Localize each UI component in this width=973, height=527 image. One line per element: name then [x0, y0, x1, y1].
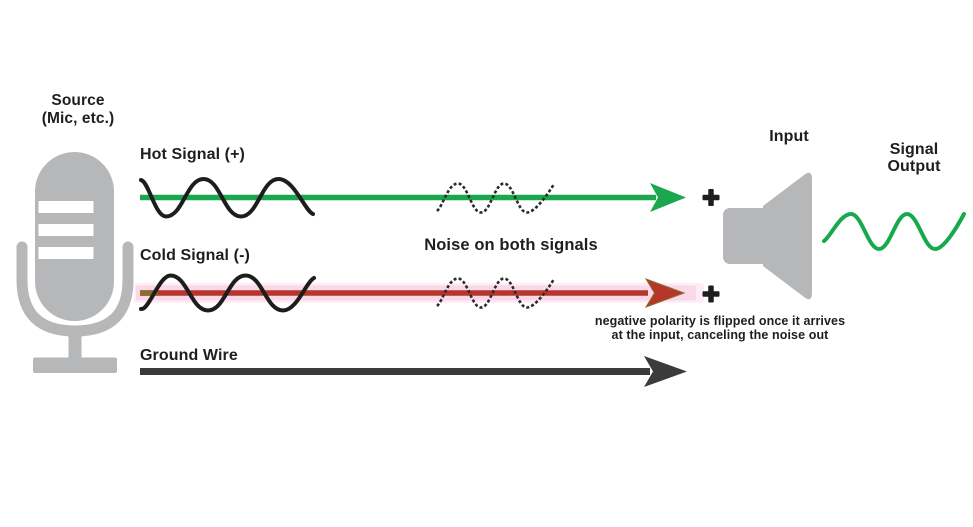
source-label-line1: Source: [51, 92, 105, 109]
polarity-note-line2: at the input, canceling the noise out: [611, 328, 829, 342]
speaker-icon: [723, 172, 812, 300]
ground-wire-label: Ground Wire: [140, 347, 238, 364]
polarity-note-line1: negative polarity is flipped once it arr…: [594, 314, 846, 328]
noise-wave-cold: [436, 277, 556, 309]
cold-signal-wave: [139, 273, 316, 313]
noise-wave-hot: [436, 182, 556, 214]
signal-output-line2: Output: [887, 158, 941, 175]
input-label: Input: [769, 128, 809, 145]
plus-icon-cold: [702, 285, 720, 303]
hot-signal-wave: [139, 176, 315, 219]
hot-signal-label: Hot Signal (+): [140, 146, 245, 163]
signal-output-line1: Signal: [889, 141, 939, 158]
ground-wire-arrow: [140, 356, 687, 387]
source-label-line2: (Mic, etc.): [41, 110, 115, 127]
polarity-note: negative polarity is flipped once it arr…: [595, 314, 845, 342]
microphone-icon: [16, 152, 134, 373]
hot-signal-arrow: [140, 183, 686, 212]
cold-signal-label: Cold Signal (-): [140, 247, 250, 264]
output-wave: [822, 211, 966, 252]
noise-label: Noise on both signals: [424, 236, 598, 254]
signal-output-label: Signal Output: [887, 141, 940, 175]
plus-icon-hot: [702, 189, 720, 206]
source-label: Source (Mic, etc.): [42, 92, 115, 128]
